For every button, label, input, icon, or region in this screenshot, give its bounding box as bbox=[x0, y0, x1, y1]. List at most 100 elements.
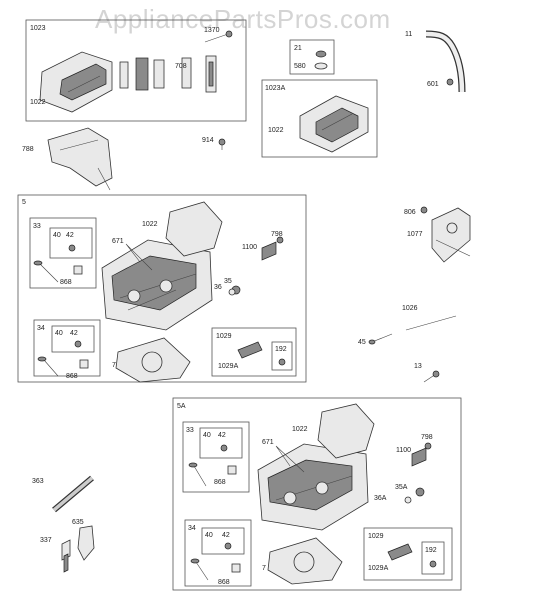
label-45[interactable]: 45 bbox=[358, 339, 366, 346]
label-708[interactable]: 708 bbox=[175, 63, 187, 70]
label-7[interactable]: 7 bbox=[112, 362, 116, 369]
label-1022d[interactable]: 1022 bbox=[292, 426, 308, 433]
label-1026[interactable]: 1026 bbox=[402, 305, 418, 312]
label-40[interactable]: 40 bbox=[53, 232, 61, 239]
label-363[interactable]: 363 bbox=[32, 478, 44, 485]
keeper-part-d[interactable] bbox=[224, 542, 232, 550]
label-42c[interactable]: 42 bbox=[218, 432, 226, 439]
label-868c[interactable]: 868 bbox=[214, 479, 226, 486]
label-1100[interactable]: 1100 bbox=[242, 244, 257, 251]
label-7b[interactable]: 7 bbox=[262, 565, 266, 572]
keeper-part[interactable] bbox=[68, 244, 76, 252]
seal-part[interactable] bbox=[73, 265, 83, 275]
seal-part-c[interactable] bbox=[227, 465, 237, 475]
label-1022-kit[interactable]: 1022 bbox=[268, 127, 284, 134]
label-42[interactable]: 42 bbox=[66, 232, 74, 239]
label-1029a[interactable]: 1029A bbox=[218, 363, 239, 370]
label-601[interactable]: 601 bbox=[427, 81, 439, 88]
label-1029b[interactable]: 1029 bbox=[368, 533, 384, 540]
label-868[interactable]: 868 bbox=[60, 279, 72, 286]
part-35a-36a[interactable] bbox=[404, 487, 425, 504]
label-42b[interactable]: 42 bbox=[70, 330, 78, 337]
label-914[interactable]: 914 bbox=[202, 137, 214, 144]
label-1077[interactable]: 1077 bbox=[407, 231, 423, 238]
label-671[interactable]: 671 bbox=[112, 238, 124, 245]
valve-45[interactable] bbox=[368, 333, 393, 345]
label-40b[interactable]: 40 bbox=[55, 330, 63, 337]
cylinder-head[interactable] bbox=[101, 239, 213, 331]
label-798b[interactable]: 798 bbox=[421, 434, 433, 441]
screw-13[interactable] bbox=[423, 370, 440, 383]
boot-635[interactable] bbox=[77, 525, 95, 561]
part-580[interactable] bbox=[314, 50, 328, 70]
part-798[interactable] bbox=[276, 236, 284, 244]
valve-part[interactable] bbox=[33, 260, 59, 283]
valve-part-d[interactable] bbox=[190, 558, 209, 581]
label-1022-top[interactable]: 1022 bbox=[30, 99, 46, 106]
label-21[interactable]: 21 bbox=[294, 45, 302, 52]
label-671b[interactable]: 671 bbox=[262, 439, 274, 446]
breather-788[interactable] bbox=[47, 127, 113, 191]
keeper-part-b[interactable] bbox=[74, 340, 82, 348]
valve-cover-part[interactable] bbox=[39, 51, 113, 113]
valve-part-c[interactable] bbox=[188, 462, 207, 487]
label-1029[interactable]: 1029 bbox=[216, 333, 232, 340]
head-gasket-top-b[interactable] bbox=[317, 403, 375, 459]
label-1100b[interactable]: 1100 bbox=[396, 447, 411, 454]
label-1023[interactable]: 1023 bbox=[30, 25, 46, 32]
label-5[interactable]: 5 bbox=[22, 199, 26, 206]
seal-part-d[interactable] bbox=[231, 563, 241, 573]
label-788[interactable]: 788 bbox=[22, 146, 34, 153]
label-1022-head[interactable]: 1022 bbox=[142, 221, 158, 228]
label-5a[interactable]: 5A bbox=[177, 403, 186, 410]
label-868b[interactable]: 868 bbox=[66, 373, 78, 380]
rocker-arm-1029a-b[interactable] bbox=[387, 543, 413, 561]
hose-11[interactable] bbox=[425, 30, 466, 93]
bolt-806[interactable] bbox=[420, 206, 428, 214]
part-36-35[interactable] bbox=[228, 285, 241, 296]
part-192[interactable] bbox=[278, 358, 286, 366]
label-33b[interactable]: 33 bbox=[186, 427, 194, 434]
bracket-1077[interactable] bbox=[431, 207, 471, 263]
label-40d[interactable]: 40 bbox=[205, 532, 213, 539]
pushrod-1026[interactable] bbox=[405, 315, 457, 331]
part-1100[interactable] bbox=[261, 241, 277, 261]
keeper-part-c[interactable] bbox=[220, 444, 228, 452]
label-13[interactable]: 13 bbox=[414, 363, 422, 370]
part-192b[interactable] bbox=[429, 560, 437, 568]
label-35a[interactable]: 35A bbox=[395, 484, 408, 491]
label-192b[interactable]: 192 bbox=[425, 547, 437, 554]
label-34[interactable]: 34 bbox=[37, 325, 45, 332]
part-708[interactable] bbox=[181, 55, 217, 93]
label-1370[interactable]: 1370 bbox=[204, 27, 220, 34]
rocker-arm-1029a[interactable] bbox=[237, 341, 263, 359]
label-337[interactable]: 337 bbox=[40, 537, 52, 544]
label-33[interactable]: 33 bbox=[33, 223, 41, 230]
label-42d[interactable]: 42 bbox=[222, 532, 230, 539]
bolt-1370[interactable] bbox=[204, 30, 233, 43]
label-36a[interactable]: 36A bbox=[374, 495, 387, 502]
valve-cover-1023a[interactable] bbox=[299, 95, 369, 153]
label-1023a[interactable]: 1023A bbox=[265, 85, 286, 92]
head-gasket-top[interactable] bbox=[165, 201, 223, 257]
label-192[interactable]: 192 bbox=[275, 346, 287, 353]
gasket-strips[interactable] bbox=[119, 57, 165, 91]
label-868d[interactable]: 868 bbox=[218, 579, 230, 586]
cylinder-head-b[interactable] bbox=[257, 443, 369, 531]
label-798[interactable]: 798 bbox=[271, 231, 283, 238]
spark-wire-363[interactable] bbox=[52, 475, 94, 513]
label-40c[interactable]: 40 bbox=[203, 432, 211, 439]
spark-plug-337[interactable] bbox=[61, 539, 71, 573]
label-34b[interactable]: 34 bbox=[188, 525, 196, 532]
label-635[interactable]: 635 bbox=[72, 519, 84, 526]
part-1100b[interactable] bbox=[411, 447, 427, 467]
label-36[interactable]: 36 bbox=[214, 284, 222, 291]
label-35[interactable]: 35 bbox=[224, 278, 232, 285]
head-gasket-7b[interactable] bbox=[267, 537, 343, 585]
seal-part-b[interactable] bbox=[79, 359, 89, 369]
valve-part-b[interactable] bbox=[37, 356, 59, 377]
clamp-601[interactable] bbox=[446, 78, 454, 86]
part-798b[interactable] bbox=[424, 442, 432, 450]
label-806[interactable]: 806 bbox=[404, 209, 416, 216]
label-11[interactable]: 11 bbox=[405, 31, 412, 38]
